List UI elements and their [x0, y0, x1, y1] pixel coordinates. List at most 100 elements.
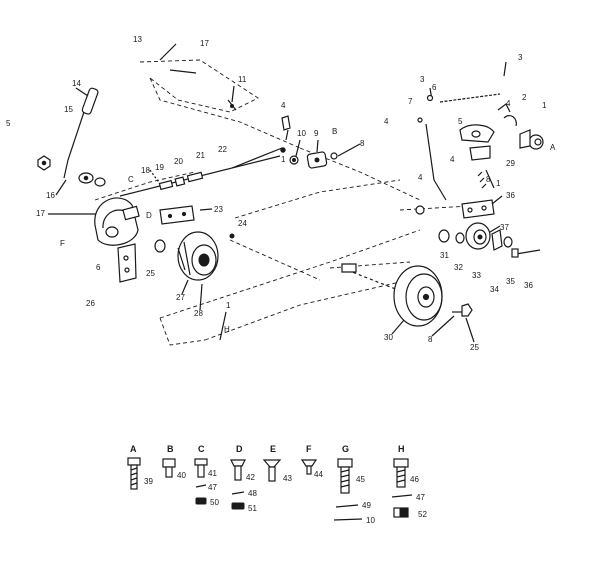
hardware-g-number: 45 — [356, 475, 365, 484]
callout-27: 27 — [176, 293, 185, 302]
callout-25: 25 — [470, 343, 479, 352]
callout-4: 4 — [450, 155, 455, 164]
hardware-f: F 44 — [300, 444, 323, 479]
callout-d: D — [146, 211, 152, 220]
part-10: 10 — [366, 516, 375, 525]
part-50: 50 — [210, 498, 219, 507]
hardware-e-letter: E — [270, 444, 276, 454]
rear-wheel — [341, 263, 473, 327]
callout-28: 28 — [194, 309, 203, 318]
callout-25: 25 — [146, 269, 155, 278]
callout-4: 4 — [506, 99, 511, 108]
callout-9: 9 — [314, 129, 319, 138]
callout-1: 1 — [226, 301, 231, 310]
part-48: 48 — [248, 489, 257, 498]
callout-23: 23 — [214, 205, 223, 214]
hardware-b-number: 40 — [177, 471, 186, 480]
hardware-b-letter: B — [167, 444, 174, 454]
callout-h: H — [224, 325, 230, 334]
callout-34: 34 — [490, 285, 499, 294]
callout-19: 19 — [155, 163, 164, 172]
control-cable — [119, 147, 286, 197]
hardware-a-number: 39 — [144, 477, 153, 486]
latch-assembly — [417, 61, 544, 201]
hardware-h-number: 46 — [410, 475, 419, 484]
belt-guard — [94, 197, 140, 246]
hardware-d: D 42 48 51 — [230, 444, 257, 513]
part-47: 47 — [208, 483, 217, 492]
callout-21: 21 — [196, 151, 205, 160]
callout-32: 32 — [454, 263, 463, 272]
hardware-a: A 39 — [127, 444, 153, 490]
callout-b: B — [332, 127, 337, 136]
hardware-h-letter: H — [398, 444, 405, 454]
callout-8: 8 — [360, 139, 365, 148]
hardware-e-number: 43 — [283, 474, 292, 483]
callout-labels: 13 17 11 14 15 5 16 17 C 18 19 20 21 22 … — [6, 35, 556, 352]
hardware-a-letter: A — [130, 444, 137, 454]
callout-4: 4 — [384, 117, 389, 126]
callout-8: 8 — [486, 175, 491, 184]
callout-5: 5 — [458, 117, 463, 126]
callout-20: 20 — [174, 157, 183, 166]
pivot-parts — [281, 115, 338, 169]
callout-2: 2 — [522, 93, 527, 102]
callout-4: 4 — [418, 173, 423, 182]
callout-f: F — [60, 239, 65, 248]
hex-nut-left — [37, 155, 51, 171]
hardware-d-number: 42 — [246, 473, 255, 482]
idler-bracket — [159, 205, 195, 225]
callout-6: 6 — [96, 263, 101, 272]
callout-14: 14 — [72, 79, 81, 88]
callout-6: 6 — [432, 83, 437, 92]
drive-pulley — [154, 231, 219, 281]
hardware-legend: A 39 B 40 C 41 47 50 D 4 — [127, 444, 427, 525]
hardware-g: G 45 49 10 — [333, 444, 375, 525]
hardware-c: C 41 47 50 — [194, 444, 219, 507]
hardware-g-letter: G — [342, 444, 349, 454]
callout-36: 36 — [524, 281, 533, 290]
callout-24: 24 — [238, 219, 247, 228]
hardware-h: H 46 47 52 — [391, 444, 427, 519]
callout-30: 30 — [384, 333, 393, 342]
hardware-e: E 43 — [262, 444, 292, 483]
handle-bar — [169, 69, 237, 111]
mounting-bracket — [117, 243, 137, 283]
callout-13: 13 — [133, 35, 142, 44]
leader-lines — [48, 43, 503, 343]
hardware-c-number: 41 — [208, 469, 217, 478]
spacer-24 — [229, 233, 235, 239]
callout-c: C — [128, 175, 134, 184]
callout-5: 5 — [6, 119, 11, 128]
callout-16: 16 — [46, 191, 55, 200]
part-49: 49 — [362, 501, 371, 510]
callout-3: 3 — [518, 53, 523, 62]
control-lever — [63, 87, 106, 187]
callout-8: 8 — [428, 335, 433, 344]
hardware-c-letter: C — [198, 444, 205, 454]
callout-a: A — [550, 143, 556, 152]
callout-26: 26 — [86, 299, 95, 308]
hardware-f-number: 44 — [314, 470, 323, 479]
callout-18: 18 — [141, 166, 150, 175]
callout-1: 1 — [281, 155, 286, 164]
callout-11: 11 — [238, 75, 247, 84]
callout-37: 37 — [500, 223, 509, 232]
callout-15: 15 — [64, 105, 73, 114]
callout-7: 7 — [408, 97, 413, 106]
callout-1: 1 — [542, 101, 547, 110]
callout-1: 1 — [496, 179, 501, 188]
callout-35: 35 — [506, 277, 515, 286]
callout-33: 33 — [472, 271, 481, 280]
callout-17: 17 — [200, 39, 209, 48]
callout-36: 36 — [506, 191, 515, 200]
callout-22: 22 — [218, 145, 227, 154]
hardware-d-letter: D — [236, 444, 243, 454]
part-52: 52 — [418, 510, 427, 519]
axle-assembly — [415, 199, 541, 258]
callout-3: 3 — [420, 75, 425, 84]
callout-31: 31 — [440, 251, 449, 260]
callout-4: 4 — [281, 101, 286, 110]
callout-17: 17 — [36, 209, 45, 218]
